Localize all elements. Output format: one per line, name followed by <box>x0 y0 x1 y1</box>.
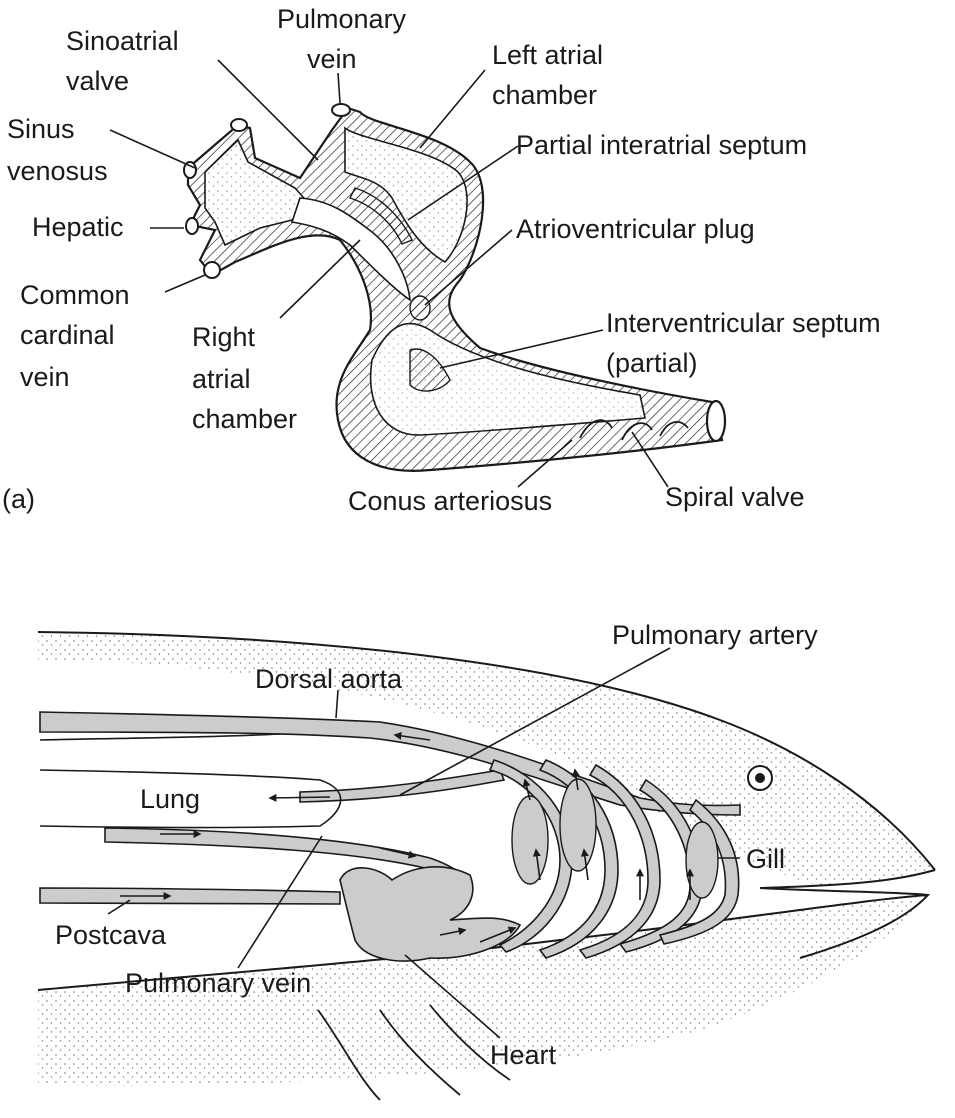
panel-a-heart: Pulmonary vein Sinoatrial valve Left atr… <box>2 4 881 516</box>
pulmonary-artery-vessel <box>299 769 506 803</box>
label-gill: Gill <box>746 844 785 874</box>
right-atrial-lumen <box>290 197 411 302</box>
eye-pupil <box>755 773 765 783</box>
label-conus-arteriosus: Conus arteriosus <box>348 486 552 516</box>
label-sinus-venosus-line2: venosus <box>7 156 108 186</box>
label-common-cardinal-line1: Common <box>20 280 130 310</box>
panel-a-label: (a) <box>2 484 35 514</box>
label-interventricular-line2: (partial) <box>606 348 698 378</box>
panel-a-leader-lines <box>109 59 669 488</box>
hepatic-opening <box>185 217 199 235</box>
label-left-atrial-line2: chamber <box>492 80 597 110</box>
label-sinus-venosus-line1: Sinus <box>7 114 75 144</box>
label-pulmonary-vein-line2: vein <box>307 44 357 74</box>
dorsal-aorta-branch <box>39 733 281 741</box>
pulmonary-vein-opening <box>331 103 351 117</box>
lung <box>39 769 342 829</box>
common-cardinal-opening <box>203 261 221 279</box>
postcava-vessel <box>39 887 341 905</box>
panel-b-leader-lines <box>107 647 740 1039</box>
flow-arrows <box>120 731 694 943</box>
gill-arches <box>488 758 740 959</box>
label-common-cardinal-line3: vein <box>20 362 70 392</box>
label-left-atrial-line1: Left atrial <box>492 40 603 70</box>
label-postcava: Postcava <box>55 920 167 950</box>
label-right-atrial-line3: chamber <box>192 404 297 434</box>
conus-opening <box>705 399 727 443</box>
upper-opening <box>183 161 197 179</box>
partial-interatrial-septum <box>349 187 413 245</box>
heart-organ <box>339 866 522 962</box>
label-pulmonary-artery: Pulmonary artery <box>612 620 818 650</box>
label-pulmonary-vein-line1: Pulmonary <box>277 4 407 34</box>
panel-b-body: Pulmonary artery Dorsal aorta Lung Gill … <box>37 620 936 1101</box>
spiral-valve <box>579 419 689 441</box>
body-ventral-outline <box>37 894 929 991</box>
body-ventral-region <box>38 895 928 1086</box>
label-atrioventricular-plug: Atrioventricular plug <box>516 214 755 244</box>
label-pulmonary-vein: Pulmonary vein <box>125 968 311 998</box>
sinus-venosus-opening <box>230 118 248 132</box>
label-right-atrial-line1: Right <box>192 322 256 352</box>
label-sinoatrial-valve-line1: Sinoatrial <box>66 26 179 56</box>
interventricular-septum <box>409 348 451 392</box>
label-lung: Lung <box>140 784 200 814</box>
label-partial-interatrial-septum: Partial interatrial septum <box>516 130 807 160</box>
atrioventricular-plug <box>409 295 431 321</box>
label-common-cardinal-line2: cardinal <box>20 320 115 350</box>
label-interventricular-line1: Interventricular septum <box>606 308 881 338</box>
body-dorsal-outline <box>37 631 936 871</box>
pectoral-fin <box>317 1004 511 1101</box>
label-hepatic: Hepatic <box>32 212 124 242</box>
label-heart: Heart <box>490 1040 557 1070</box>
gill-filaments <box>511 778 719 899</box>
label-dorsal-aorta: Dorsal aorta <box>255 664 403 694</box>
label-right-atrial-line2: atrial <box>192 364 251 394</box>
label-spiral-valve: Spiral valve <box>665 482 805 512</box>
label-sinoatrial-valve-line2: valve <box>66 66 129 96</box>
